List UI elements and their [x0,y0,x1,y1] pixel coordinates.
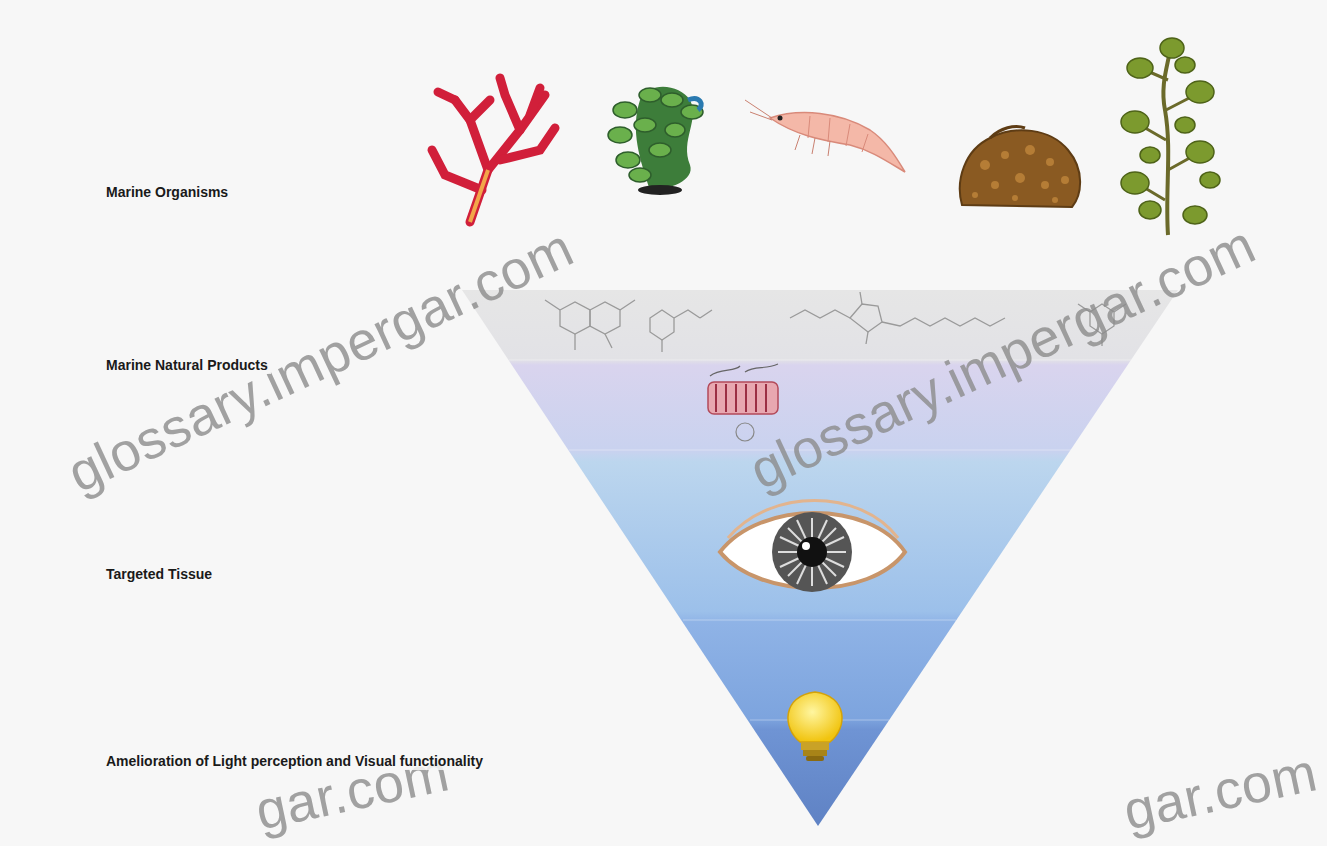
algae [608,87,703,195]
row-label: Marine Organisms [103,183,231,201]
row-label: Targeted Tissue [103,565,215,583]
cell-membrane [708,364,778,441]
coral [432,78,555,222]
row-label: Marine Natural Products [103,356,271,374]
light-bulb [788,692,842,761]
watermark: gar.com [1118,741,1322,842]
funnel-triangle [462,290,1178,826]
kelp [1121,38,1220,235]
watermark: glossary.impergar.com [740,213,1264,501]
sponge [960,126,1080,207]
eye [720,501,905,593]
row-label: Amelioration of Light perception and Vis… [103,752,486,770]
shrimp [745,100,905,172]
